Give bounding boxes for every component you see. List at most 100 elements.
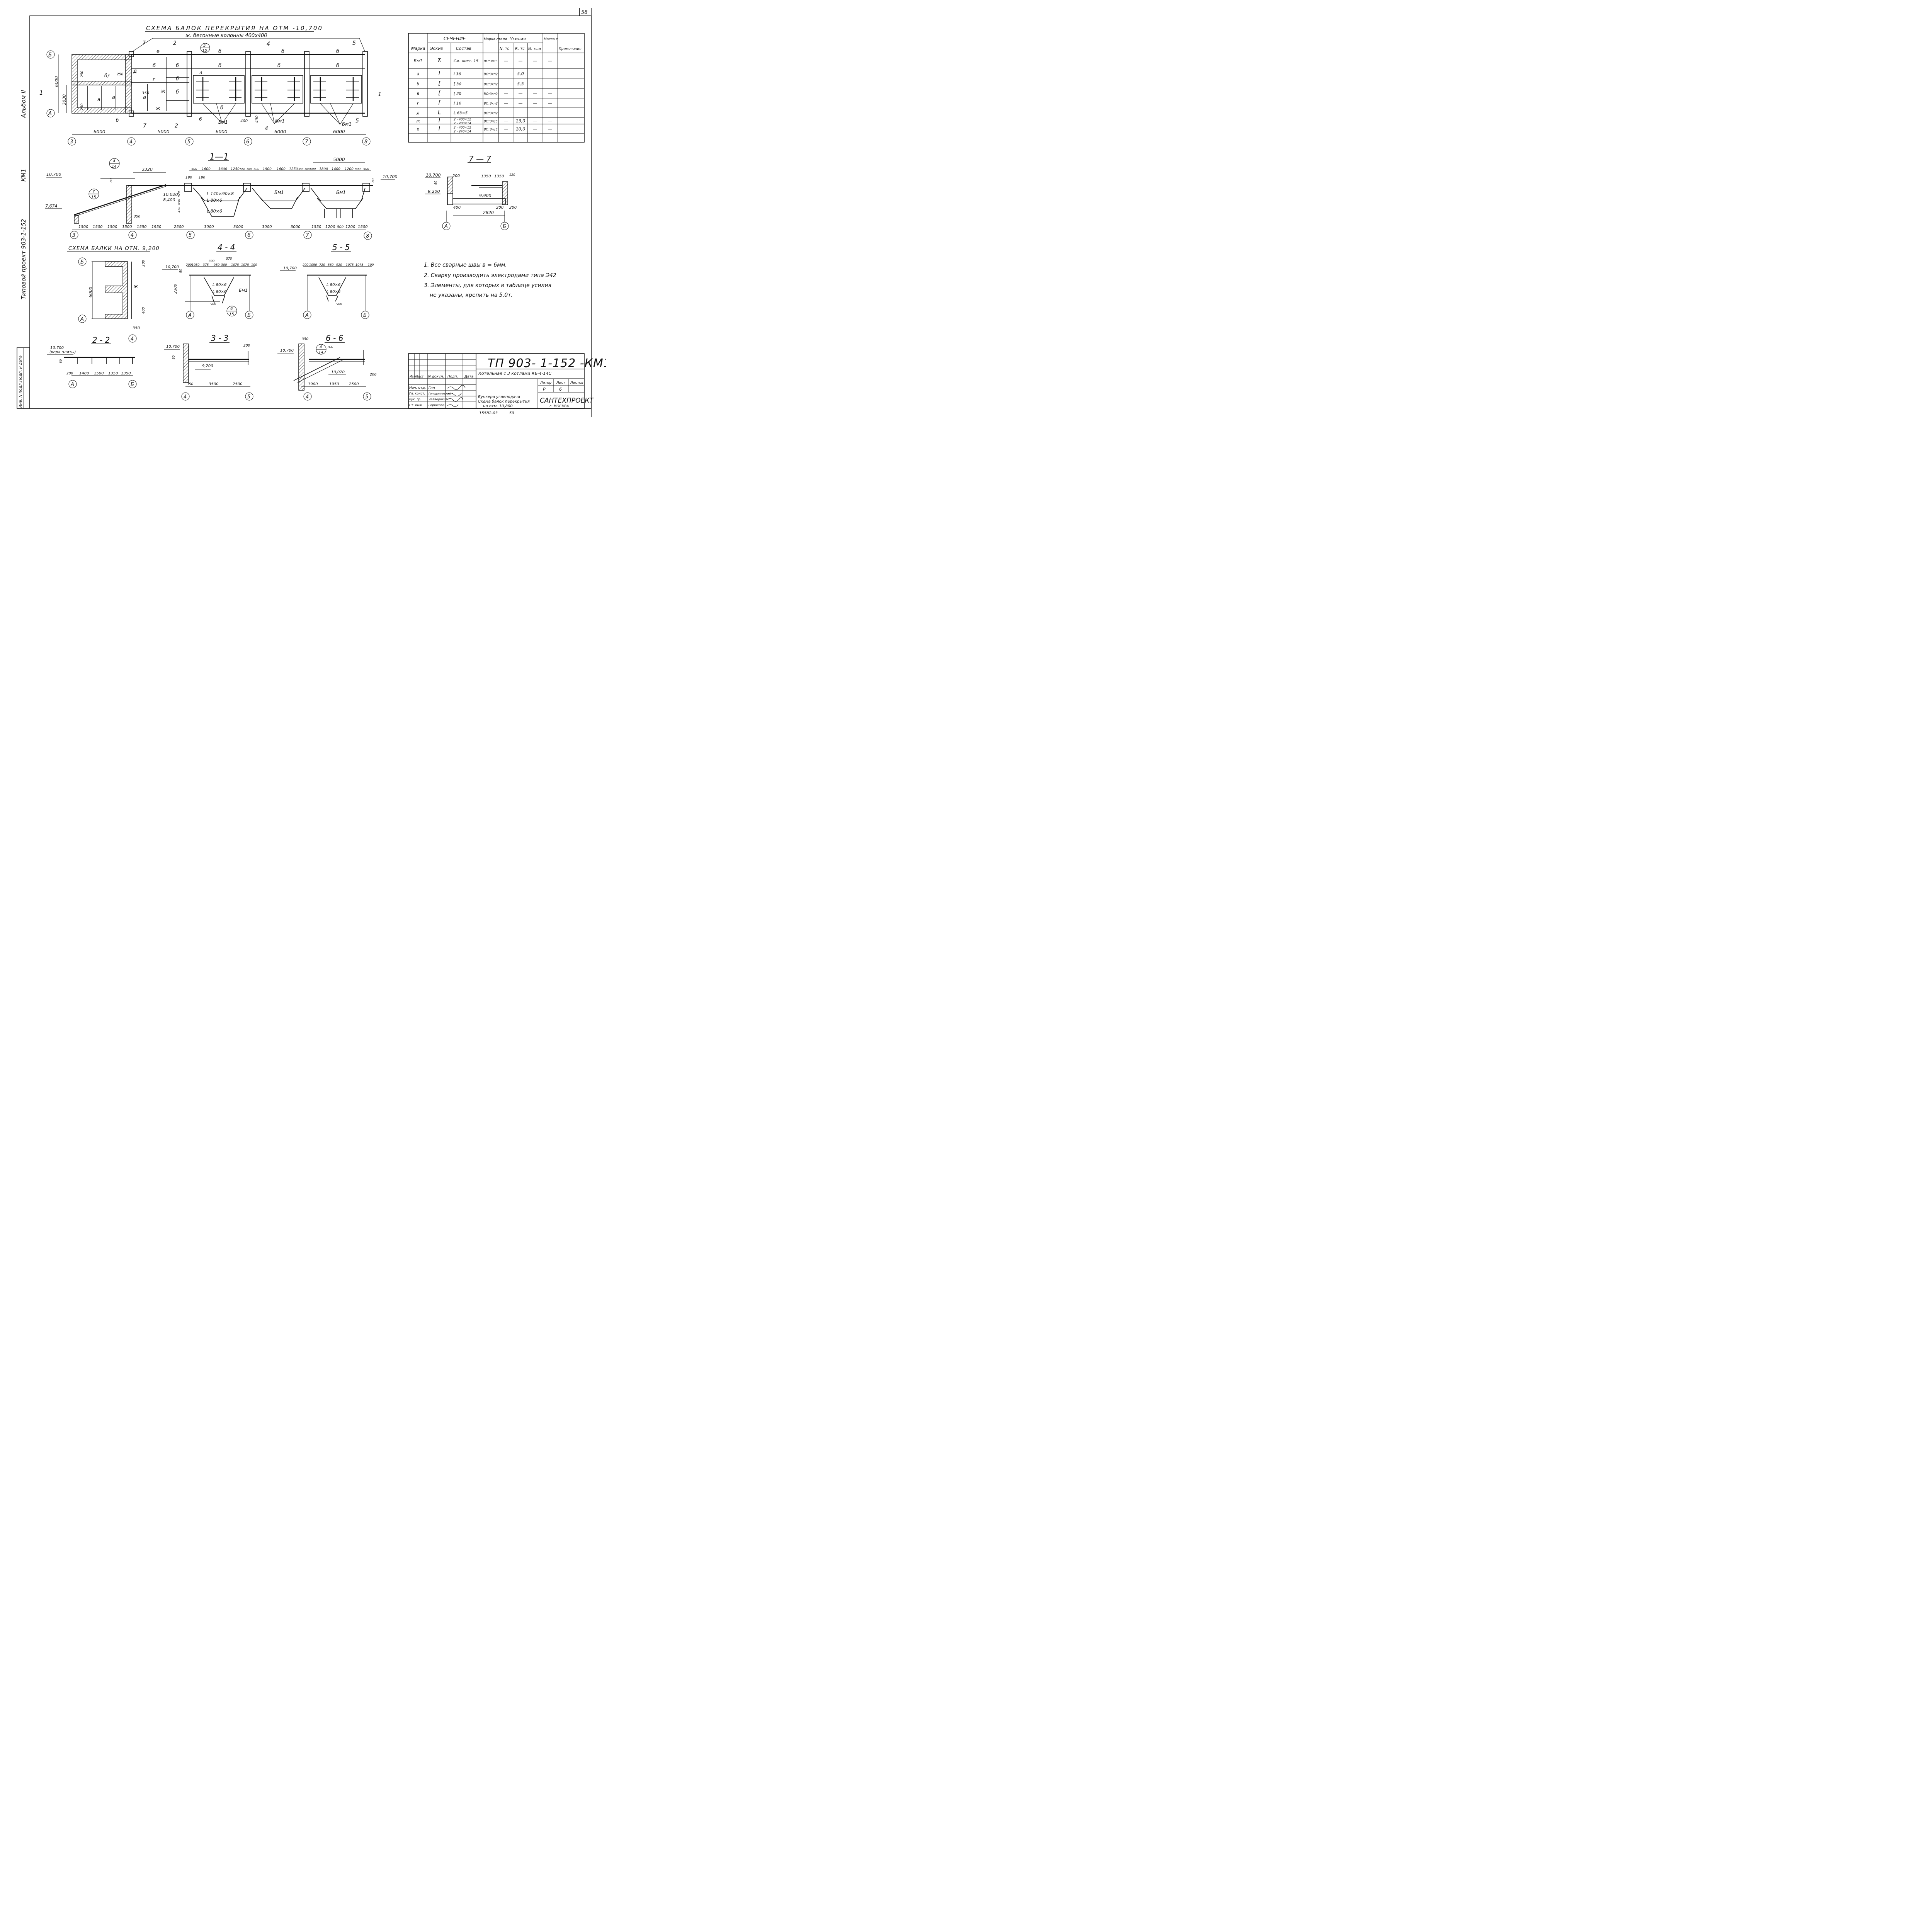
s11-top-dim: 1600 [202, 167, 211, 171]
table-cell-steel: ВСт3кп2 [484, 112, 498, 115]
table-cell-t: — [548, 101, 552, 106]
s11-level: 10,700 [46, 172, 61, 177]
s33-dim: 200 [243, 344, 250, 348]
table-cell-m: — [533, 127, 537, 132]
s11-bottom-dim: 2500 [174, 225, 184, 229]
s66-dim: 2500 [349, 382, 359, 386]
s11-level: 10,700 [383, 174, 398, 179]
s22-dim: 1480 [79, 371, 89, 376]
project-side-label: Типовой проект 903-1-152 [20, 219, 27, 299]
table-cell-mark: а [417, 71, 420, 77]
section-7-7: 7 — 7 10,700 9,200 9,900 200 1350 1350 1… [425, 154, 517, 230]
s11-top-dim: 500 [363, 167, 369, 171]
tb-sheet: 6 [559, 387, 562, 392]
s22-dim: 1350 [121, 371, 131, 376]
table-cell-r: — [519, 91, 523, 96]
plan-axis-col: 4 [129, 139, 133, 145]
plan-axis-col: 7 [305, 139, 308, 145]
table-cell-m: — [533, 119, 537, 124]
s44-axis: Б [247, 313, 251, 318]
plan-axis-col: 3 [70, 139, 73, 145]
s11-bottom-dim: 500 [337, 225, 344, 229]
beam-mark: б [176, 76, 179, 82]
section-mark: 4 [265, 126, 268, 132]
table-cell-n: — [504, 91, 509, 96]
tb-bottom-num: 59 [509, 411, 514, 415]
section-2-2: 2 - 2 10,700 (верх плиты) 200 1480 1500 … [47, 335, 137, 388]
s11-angle: L 80×6 [207, 198, 222, 203]
tb-org: САНТЕХПРОЕКТ [540, 397, 594, 405]
s55-dim: 100 [368, 263, 374, 267]
s11-top-dim: 190 [185, 176, 192, 180]
table-cell-mark: д [416, 111, 420, 116]
plan-span: 6000 [274, 129, 286, 134]
signature-mark [447, 404, 459, 407]
s33-axis: 4 [184, 394, 187, 400]
plan-axis-col: 5 [187, 139, 190, 145]
section-1-1-title: 1—1 [209, 152, 229, 162]
table-head-mark: Марка [411, 46, 425, 51]
signature-mark [447, 397, 463, 401]
table-cell-comp: I 36 [454, 72, 461, 77]
table-cell-t: — [548, 119, 552, 124]
beam-mark: б [336, 49, 339, 54]
sheet-frame: 58 [29, 8, 592, 417]
tb-name: Горшкова [429, 403, 444, 407]
s11-top-dim: 550 [298, 168, 304, 171]
tb-city: г. МОСКВА [549, 405, 569, 408]
s44-dim: 575 [226, 257, 232, 260]
s77-dim: 120 [509, 173, 515, 177]
s33-dim: 3500 [209, 382, 218, 386]
s55-angle: L 80×6 [327, 283, 340, 287]
table-cell-r: 5,0 [517, 71, 524, 77]
bs-axis: Б [80, 259, 84, 265]
beam-mark: г [153, 77, 155, 83]
plan-dim-v: 6000 [54, 76, 59, 87]
tb-role: Рук. гр. [409, 398, 421, 401]
s55-axis: Б [363, 313, 367, 318]
s11-axis: 3 [72, 233, 75, 238]
section-mark: 1 [39, 89, 43, 96]
table-cell-sketch: [ [438, 81, 440, 87]
tb-name: Гин [429, 386, 435, 390]
s66-dim: 200 [370, 373, 376, 377]
section-mark: 1 [378, 91, 382, 98]
s66-dim: 1950 [329, 382, 339, 386]
s66-level: 10,020 [331, 370, 345, 374]
section-mark: 2 [175, 123, 178, 129]
table-cell-sketch: [ [438, 100, 440, 106]
plan-axis-col: 6 [246, 139, 249, 145]
beam-mark: а [97, 97, 100, 103]
table-cell-comp: [ 16 [454, 102, 461, 106]
tb-col-head: Дата [464, 375, 473, 379]
plan-span: 5000 [158, 129, 170, 134]
section-3-3: 3 - 3 10,700 9,200 350 3500 2500 200 80 … [164, 333, 253, 401]
beam-mark: а [112, 95, 115, 100]
table-head-steel: Марка стали [484, 37, 507, 41]
s77-dim: 200 [509, 206, 517, 210]
table-cell-n: — [504, 82, 509, 87]
s11-top-dim: 1400 [332, 167, 340, 171]
s44-dim: 300 [221, 263, 227, 267]
table-cell-comp-2: 2 - 280×14 [454, 122, 471, 125]
s33-axis: 5 [247, 394, 250, 400]
s11-top-dim: 1600 [218, 167, 227, 171]
bs-axis: А [80, 316, 84, 322]
s11-top-dim: 1800 [319, 167, 328, 171]
s11-callout: 14 [112, 165, 117, 169]
s11-top-dim: 1200 [345, 167, 354, 171]
s77-axis: А [444, 224, 448, 230]
s66-callout: 14 [318, 350, 323, 355]
s11-bottom-dim: 1500 [358, 225, 367, 229]
tb-project: Котельная с 3 котлами КЕ-4-14С [478, 371, 552, 376]
s44-callout: 6 [230, 307, 233, 311]
plan-span: 6000 [216, 129, 228, 134]
table-cell-n: — [504, 58, 509, 63]
s11-top-dim: 1250 [231, 167, 240, 171]
s11-axis: 8 [366, 233, 369, 239]
table-cell-t: — [548, 71, 552, 77]
table-cell-n: — [504, 71, 509, 77]
table-cell-comp: 2 - 400×12 [454, 126, 471, 129]
s55-dim: 860 [328, 263, 333, 267]
table-cell-steel: ВСт3пс6 [484, 128, 498, 131]
